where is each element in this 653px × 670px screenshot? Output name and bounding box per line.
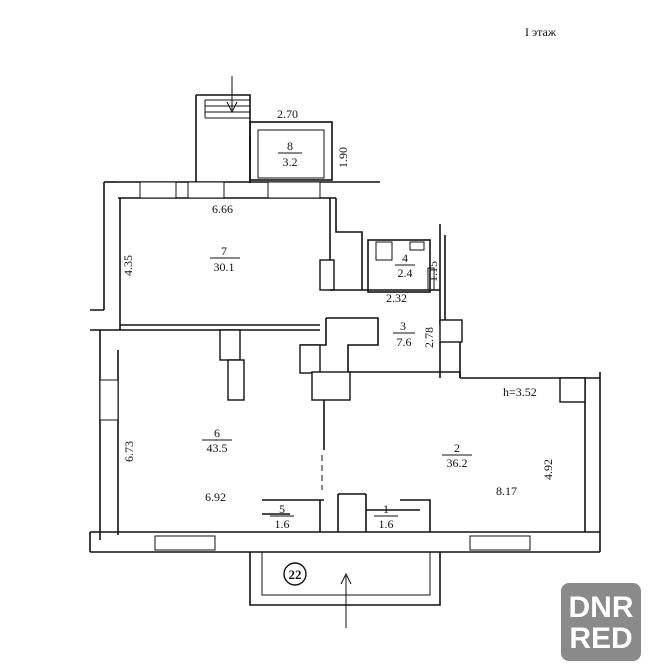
dim-height: h=3.52 — [503, 385, 537, 399]
dim-2-78: 2.78 — [422, 327, 436, 348]
dim-6-73: 6.73 — [122, 441, 136, 462]
room-1-number: 1 — [383, 502, 389, 516]
room-4-area: 2.4 — [398, 266, 413, 280]
room-8-area: 3.2 — [283, 155, 298, 169]
dim-2-70: 2.70 — [277, 107, 298, 121]
dim-4-92: 4.92 — [541, 459, 555, 480]
room-6-area: 43.5 — [207, 441, 228, 455]
floor-title: I этаж — [525, 25, 557, 39]
room-5-number: 5 — [279, 502, 285, 516]
dim-8-17: 8.17 — [496, 484, 517, 498]
room-3-area: 7.6 — [397, 335, 412, 349]
watermark-line2: RED — [569, 622, 632, 655]
watermark-line1: DNR — [569, 591, 634, 624]
dim-6-66: 6.66 — [212, 202, 233, 216]
room-6-number: 6 — [214, 426, 220, 440]
dim-4-35: 4.35 — [121, 255, 135, 276]
room-7-area: 30.1 — [214, 260, 235, 274]
outer-walls — [89, 94, 601, 606]
entrance-marker-label: 22 — [289, 567, 302, 582]
room-4-number: 4 — [402, 251, 408, 265]
room-5-area: 1.6 — [275, 517, 290, 531]
entrance-arrows — [226, 76, 352, 628]
dim-2-32: 2.32 — [386, 291, 407, 305]
watermark-logo: DNR RED — [561, 583, 641, 661]
room-1-area: 1.6 — [379, 517, 394, 531]
room-3-number: 3 — [400, 319, 406, 333]
room-8-number: 8 — [287, 139, 293, 153]
dim-6-92: 6.92 — [205, 490, 226, 504]
dim-1-15: 1.15 — [426, 261, 440, 282]
dim-1-90: 1.90 — [336, 147, 350, 168]
room-2-number: 2 — [454, 441, 460, 455]
room-2-area: 36.2 — [447, 456, 468, 470]
room-labels: 8 3.2 7 30.1 4 2.4 3 7.6 6 43.5 2 36.2 5… — [202, 139, 472, 531]
room-7-number: 7 — [221, 244, 227, 258]
entrance-marker-circle — [283, 562, 307, 586]
interior-walls — [120, 198, 463, 532]
dimension-labels: 2.70 1.90 6.66 4.35 1.15 2.32 2.78 h=3.5… — [121, 107, 555, 504]
